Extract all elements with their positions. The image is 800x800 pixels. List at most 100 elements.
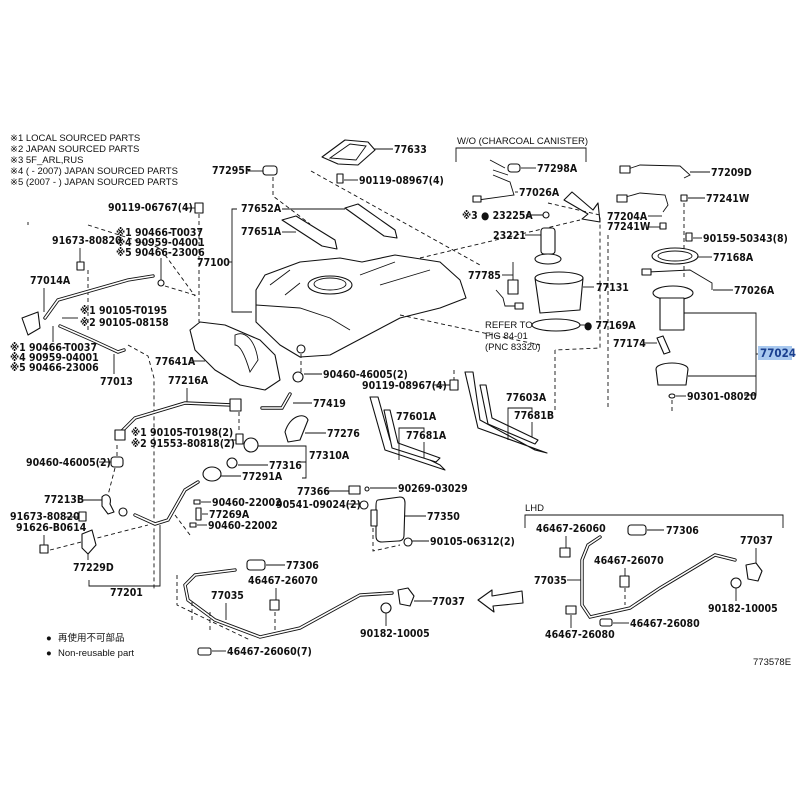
- clip-90460-46005-left[interactable]: 90460-46005(2): [26, 445, 124, 496]
- ring-77291A[interactable]: 77291A: [202, 466, 283, 483]
- o-ring-icon: [668, 393, 676, 399]
- tube-77204A[interactable]: 77204A: [607, 192, 669, 223]
- lhd-clamp-46467-26070[interactable]: 46467-26070: [594, 555, 664, 605]
- band-77601A[interactable]: 77601A: [369, 396, 446, 471]
- dash-guide: [372, 528, 401, 552]
- lhd-cable-77035[interactable]: 77035: [534, 535, 737, 619]
- screw-90159-50343[interactable]: 90159-50343(8): [685, 232, 788, 245]
- lhd-opener-77306[interactable]: 77306: [627, 524, 699, 537]
- label-77419: 77419: [313, 398, 346, 410]
- opener-77306[interactable]: 77306: [246, 559, 319, 572]
- lhd-clamp-46467-26080-right[interactable]: 46467-26080: [599, 618, 700, 630]
- legend: ● 再使用不可部品 ● Non-reusable part: [46, 632, 134, 659]
- bracket: [258, 445, 307, 479]
- connector-77298A[interactable]: 77298A: [489, 159, 578, 176]
- filler-pipe-77201[interactable]: 77201: [88, 480, 200, 599]
- legend-text-en: Non-reusable part: [58, 648, 134, 659]
- clip-77241W-right[interactable]: 77241W: [680, 193, 750, 280]
- band-77603A[interactable]: 77603A: [464, 371, 548, 454]
- bolt-90119-08967-top[interactable]: 90119-08967(4): [336, 173, 444, 187]
- nut-90182-10005[interactable]: 90182-10005: [360, 602, 430, 640]
- cup-77131[interactable]: 77131: [534, 271, 629, 314]
- section-bracket: [524, 514, 784, 528]
- label-77652A: 77652A: [241, 203, 282, 215]
- hose-77213B[interactable]: 77213B: [44, 494, 128, 517]
- bracket-77229D[interactable]: 77229D: [73, 529, 114, 574]
- label-77024[interactable]: 77024: [760, 346, 796, 360]
- clamp-notes-bottom[interactable]: ※1 90466-T0037 ※4 90959-04001 ※5 90466-2…: [10, 326, 99, 374]
- label-77276: 77276: [327, 428, 360, 440]
- label-77310A: 77310A: [309, 450, 350, 462]
- clamp-46467-26070[interactable]: 46467-26070: [248, 575, 318, 632]
- pad-77681B[interactable]: 77681B: [514, 410, 554, 437]
- tube-77209D[interactable]: 77209D: [619, 164, 752, 179]
- clip-90460-22002-b[interactable]: 90460-22002: [174, 514, 278, 536]
- cap-77310A[interactable]: 77310A: [243, 437, 350, 479]
- lhd-clamp-46467-26080-bottom[interactable]: 46467-26080: [545, 605, 615, 641]
- screw-90105-06312[interactable]: 90105-06312(2): [372, 528, 515, 552]
- screw-notes-mid[interactable]: ※1 90105-T0195 ※2 90105-08158: [62, 305, 169, 329]
- label-lhd-90182-10005: 90182-10005: [708, 603, 778, 615]
- gasket-77168A[interactable]: 77168A: [651, 247, 754, 265]
- clamp-notes-top[interactable]: ※1 90466-T0037 ※4 90959-04001 ※5 90466-2…: [116, 227, 205, 297]
- hose-inner: [117, 402, 233, 436]
- cable-77035[interactable]: 77035: [176, 568, 394, 641]
- bolt-91673-80820-top[interactable]: 91673-80820: [52, 235, 122, 332]
- hose-77216A[interactable]: 77216A: [116, 375, 242, 437]
- bolt-91626-B0614[interactable]: 91626-B0614: [16, 522, 149, 554]
- heat-protector-77633[interactable]: 77633: [321, 139, 427, 166]
- pump-assembly-77024[interactable]: 77024: [652, 285, 796, 396]
- tube-77014A[interactable]: 77014A: [21, 274, 155, 336]
- lid-77366[interactable]: 77366: [297, 485, 361, 498]
- bolt-90119-06767[interactable]: 90119-06767(4): [108, 202, 204, 322]
- label-77213B: 77213B: [44, 494, 84, 506]
- pad-shape: [281, 215, 338, 250]
- hose-77276[interactable]: 77276: [284, 415, 360, 443]
- pump-23221[interactable]: 23221: [493, 227, 562, 265]
- fuel-lid-77350[interactable]: 77350: [370, 496, 460, 543]
- hose-shape: [284, 415, 309, 443]
- lock-icon: [397, 587, 415, 607]
- pad-77651A[interactable]: 77651A: [241, 215, 338, 250]
- label-77295F: 77295F: [212, 165, 251, 177]
- wire-77026A-right[interactable]: 77026A: [641, 268, 775, 297]
- protector-shape: [189, 321, 281, 391]
- pad-77681A[interactable]: 77681A: [406, 430, 447, 458]
- bolt-90119-08967-mid[interactable]: 90119-08967(4): [362, 370, 459, 392]
- bracket-icon: [114, 429, 126, 441]
- cushion-90541-09024[interactable]: 90541-09024(2): [276, 499, 369, 511]
- wire-77026A-left[interactable]: 77026A: [472, 174, 560, 203]
- screw-notes-77216A[interactable]: ※1 90105-T0198(2) ※2 91553-80818(2): [114, 412, 244, 450]
- label-23221: 23221: [493, 230, 526, 242]
- protector-77641A[interactable]: 77641A: [155, 321, 281, 391]
- section-header-lhd: LHD: [525, 503, 544, 514]
- pad-77652A[interactable]: 77652A: [241, 203, 398, 239]
- tube-77013[interactable]: 77013: [58, 324, 155, 590]
- bracket: [88, 525, 161, 587]
- clip-77295F[interactable]: 77295F: [212, 165, 311, 225]
- lhd-nut-90182-10005[interactable]: 90182-10005: [708, 577, 778, 615]
- hose-77269A[interactable]: 77269A: [195, 507, 250, 521]
- bolt-91673-80820-bottom[interactable]: 91673-80820: [10, 511, 87, 523]
- filter-23225A[interactable]: ※3 ● 23225A: [462, 202, 601, 351]
- note-5: ※5 (2007 - ) JAPAN SOURCED PARTS: [10, 177, 178, 188]
- label-77633: 77633: [394, 144, 427, 156]
- ring-90301-08020[interactable]: 90301-08020: [668, 391, 757, 403]
- label-90466-23006-top: ※5 90466-23006: [116, 247, 205, 259]
- bolt-icon: [235, 433, 244, 445]
- fuel-tank-77100[interactable]: 77100: [197, 254, 467, 358]
- bracket: [398, 427, 425, 460]
- clip-77241W-left[interactable]: 77241W: [607, 221, 667, 233]
- hose-77419[interactable]: 77419: [260, 392, 346, 410]
- gasket-77169A[interactable]: ● 77169A: [531, 318, 636, 332]
- lock-77037[interactable]: 77037: [397, 587, 465, 608]
- lhd-lock-77037[interactable]: 77037: [740, 535, 773, 582]
- sender-77785[interactable]: 77785: [468, 262, 524, 310]
- bracket-77174[interactable]: 77174: [613, 335, 671, 355]
- lhd-clamp-46467-26060[interactable]: 46467-26060: [536, 523, 606, 558]
- clamp-46467-26060[interactable]: 46467-26060(7): [197, 646, 312, 658]
- gasket-77316[interactable]: 77316: [226, 457, 302, 472]
- clip-90460-22002-a[interactable]: 90460-22002: [193, 497, 282, 509]
- clip-90460-46005-right[interactable]: 90460-46005(2): [292, 369, 408, 383]
- screw-90269-03029[interactable]: 90269-03029: [364, 483, 468, 495]
